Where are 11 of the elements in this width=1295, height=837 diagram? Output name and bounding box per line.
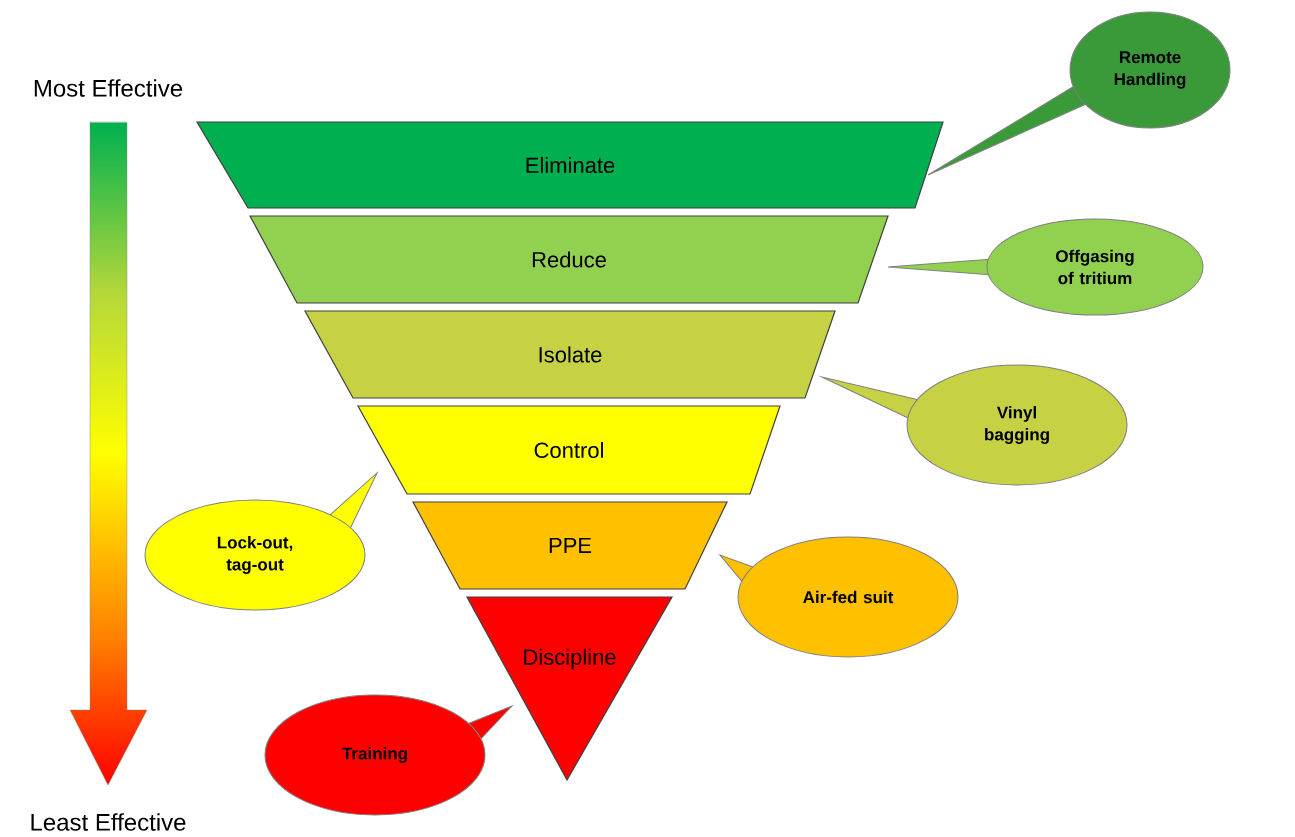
speech-bubble: Offgasing of tritium: [887, 218, 1204, 316]
axis-label: Least Effective: [31, 813, 186, 831]
hierarchy-band: Isolate: [304, 310, 836, 399]
hierarchy-band: Reduce: [249, 215, 889, 304]
speech-bubble: Training: [264, 694, 513, 816]
hierarchy-band: Control: [357, 405, 781, 495]
axis-label: Most Effective: [34, 79, 183, 97]
speech-bubble: Remote Handling: [927, 11, 1231, 176]
speech-bubble: Air-fed suit: [719, 536, 959, 658]
hierarchy-band: PPE: [412, 501, 728, 590]
speech-bubble: Lock-out, tag-out: [144, 472, 378, 611]
